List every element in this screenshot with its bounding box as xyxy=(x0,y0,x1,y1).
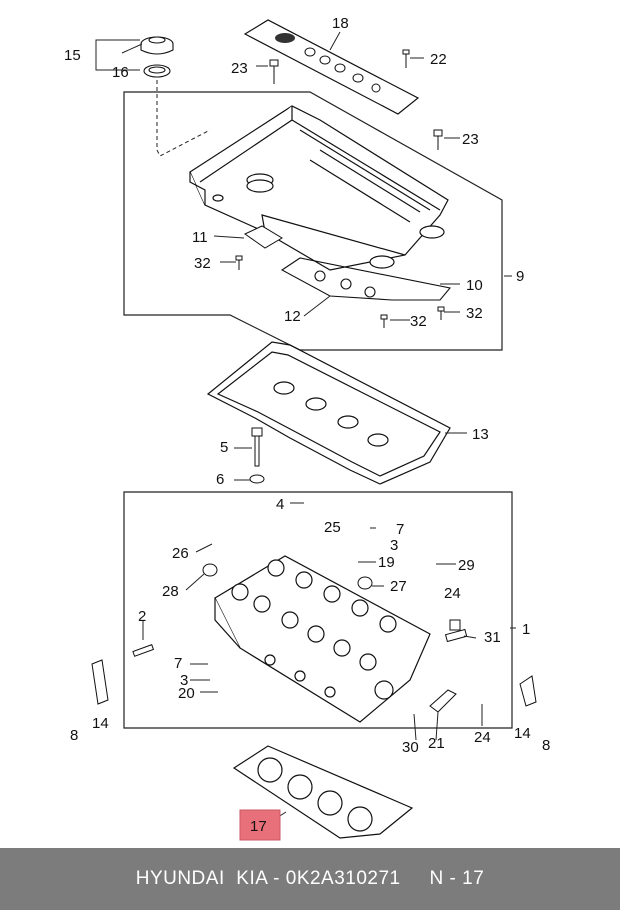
sensor-31-drawing xyxy=(444,628,468,643)
callout-24-top: 24 xyxy=(444,585,461,602)
callout-12: 12 xyxy=(284,308,301,325)
cap-24-drawing xyxy=(449,619,461,631)
highlight-box xyxy=(239,809,281,841)
seal-27-drawing xyxy=(357,576,373,590)
bolt-32-drawing xyxy=(235,255,445,328)
head-gasket-drawing xyxy=(232,745,414,839)
callout-26: 26 xyxy=(172,545,189,562)
callout-25: 25 xyxy=(324,519,341,536)
cover-gasket-drawing xyxy=(206,341,451,485)
exploded-parts-diagram: 15 16 18 22 23 23 11 32 10 9 12 32 32 13… xyxy=(64,15,550,841)
callout-24-bottom: 24 xyxy=(474,729,491,746)
plug-28-drawing xyxy=(202,563,218,577)
callout-28: 28 xyxy=(162,583,179,600)
callout-6: 6 xyxy=(216,471,224,488)
callout-15: 15 xyxy=(64,47,81,64)
callout-11: 11 xyxy=(192,229,208,246)
part-number-footer: HYUNDAI KIA - 0K2A310271 N - 17 xyxy=(0,848,620,910)
callout-23-right: 23 xyxy=(462,131,479,148)
callout-14-right: 14 xyxy=(514,725,531,742)
footer-part-number-text: HYUNDAI KIA - 0K2A310271 N - 17 xyxy=(135,868,485,889)
callout-19: 19 xyxy=(378,554,395,571)
callout-27: 27 xyxy=(390,578,407,595)
bolt-23-right-drawing xyxy=(433,129,443,150)
callout-3-bottom: 3 xyxy=(180,672,188,689)
bracket-drawing xyxy=(244,225,283,249)
callout-9: 9 xyxy=(516,268,524,285)
pipe-21-drawing xyxy=(429,689,457,713)
oil-filler-cap-drawing xyxy=(140,36,174,55)
bracket-14-right-drawing xyxy=(519,675,537,707)
callout-21: 21 xyxy=(428,735,445,752)
callout-18: 18 xyxy=(332,15,349,32)
callout-20: 20 xyxy=(178,685,195,702)
callout-3-top: 3 xyxy=(390,537,398,554)
callout-32-right: 32 xyxy=(466,305,483,322)
callout-29: 29 xyxy=(458,557,475,574)
head-bolt-drawing xyxy=(251,427,263,467)
bolt-22-drawing xyxy=(402,49,410,68)
callout-16: 16 xyxy=(112,64,129,81)
callout-7-bottom: 7 xyxy=(174,655,182,672)
washer-drawing xyxy=(249,474,265,484)
head-group-outline xyxy=(123,491,513,729)
callout-31: 31 xyxy=(484,629,501,646)
cover-ornament-plate-drawing xyxy=(243,19,420,115)
stud-drawing xyxy=(132,644,155,657)
callout-32-left: 32 xyxy=(194,255,211,272)
callout-23-top: 23 xyxy=(231,60,248,77)
callout-17: 17 xyxy=(250,818,267,835)
callout-32-mid: 32 xyxy=(410,313,427,330)
cover-group-outline xyxy=(123,91,503,351)
callout-4: 4 xyxy=(276,496,284,513)
bracket-14-left-drawing xyxy=(91,659,109,705)
callout-30: 30 xyxy=(402,739,419,756)
callout-7-top: 7 xyxy=(396,521,404,538)
callout-1: 1 xyxy=(522,621,530,638)
callout-10: 10 xyxy=(466,277,483,294)
callout-13: 13 xyxy=(472,426,489,443)
cover-baffle-plate-drawing xyxy=(280,257,452,301)
callout-22: 22 xyxy=(430,51,447,68)
cylinder-head-drawing xyxy=(214,555,431,723)
callout-8-right: 8 xyxy=(542,737,550,754)
callout-2: 2 xyxy=(138,608,146,625)
cylinder-head-cover-drawing xyxy=(189,105,449,271)
callout-5: 5 xyxy=(220,439,228,456)
bolt-23-top-drawing xyxy=(269,59,279,84)
callout-14-left: 14 xyxy=(92,715,109,732)
filler-cap-seal-drawing xyxy=(143,64,171,78)
callout-8-left: 8 xyxy=(70,727,78,744)
